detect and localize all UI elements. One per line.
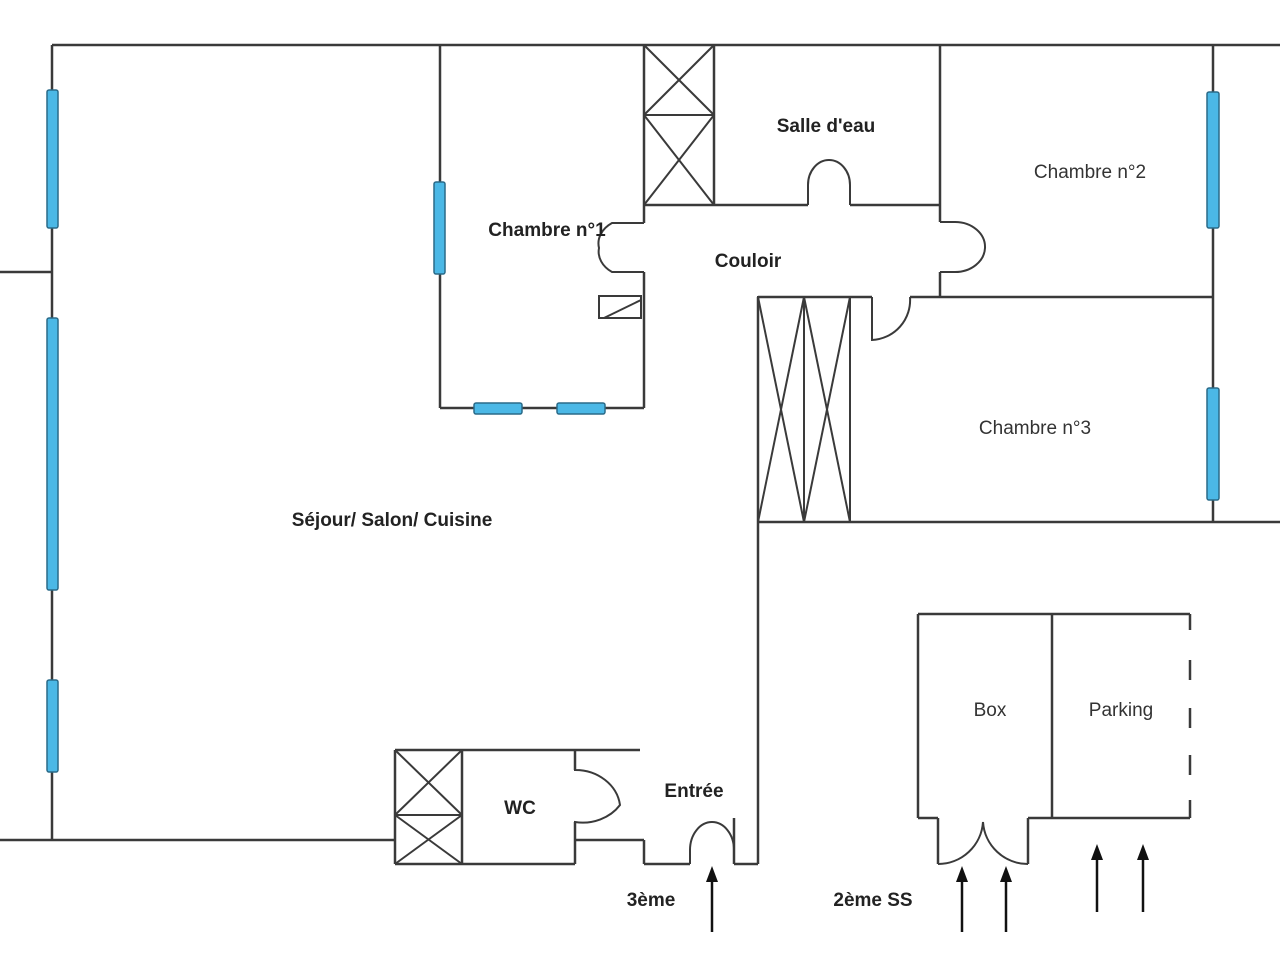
- level-label-basement: 2ème SS: [833, 890, 912, 911]
- room-label-parking: Parking: [1089, 700, 1153, 721]
- window: [556, 402, 606, 415]
- windows: [46, 89, 1220, 773]
- room-label-sejour: Séjour/ Salon/ Cuisine: [292, 510, 493, 531]
- level-label-floor: 3ème: [627, 890, 676, 911]
- small-closet: [598, 295, 642, 319]
- garage: [916, 612, 1192, 866]
- entry-arrows: [706, 844, 1149, 932]
- room-label-chambre-1: Chambre n°1: [488, 220, 606, 241]
- window: [473, 402, 523, 415]
- window: [1206, 387, 1220, 501]
- room-label-chambre-2: Chambre n°2: [1034, 162, 1146, 183]
- salle-eau-walls: [644, 45, 942, 222]
- room-label-entree: Entrée: [664, 781, 723, 802]
- wc-closet: [394, 749, 463, 865]
- closet-top: [643, 44, 715, 206]
- room-label-salle-eau: Salle d'eau: [777, 116, 876, 137]
- window: [433, 181, 446, 275]
- chambres-2-3-walls: [758, 272, 1213, 299]
- room-label-chambre-3: Chambre n°3: [979, 418, 1091, 439]
- window: [46, 89, 59, 229]
- window: [1206, 91, 1220, 229]
- room-label-couloir: Couloir: [715, 251, 782, 272]
- closet-corridor: [757, 296, 851, 523]
- window: [46, 679, 59, 773]
- doors: [574, 159, 987, 864]
- room-label-box: Box: [974, 700, 1007, 721]
- room-label-wc: WC: [504, 798, 536, 819]
- wc-block: [393, 748, 758, 866]
- window: [46, 317, 59, 591]
